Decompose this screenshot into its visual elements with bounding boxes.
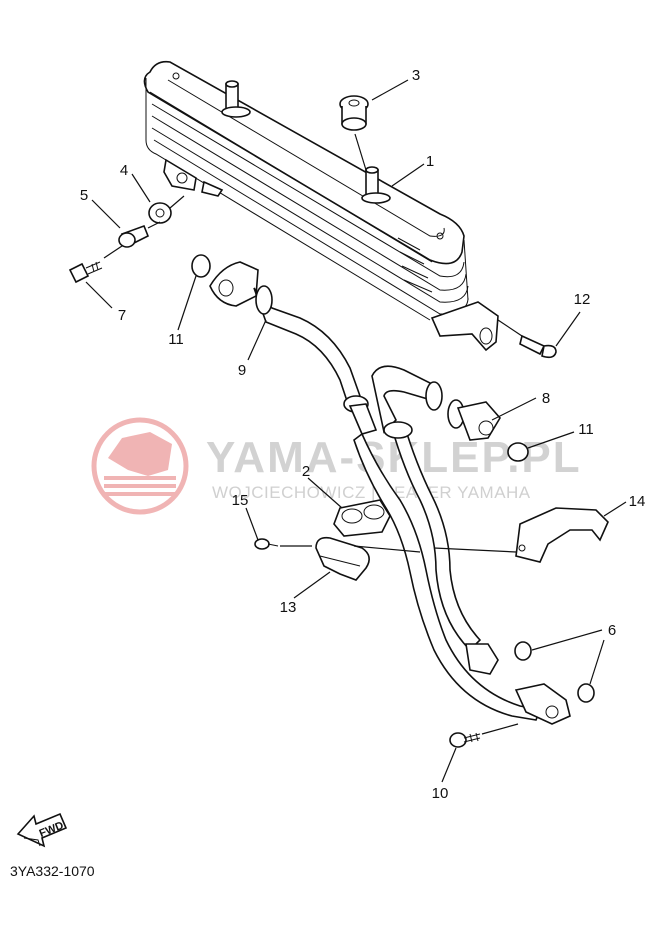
o-ring-11-lower [507,442,529,462]
fwd-arrow-icon: FWD [16,812,68,848]
bolt-part-7 [68,261,103,284]
watermark-subtitle: WOJCIECHOWICZ | DEALER YAMAHA [212,483,531,502]
bolt-part-10 [449,732,481,748]
callout-7: 7 [118,307,126,324]
screw-part-15 [254,538,279,550]
callout-3: 3 [412,67,420,84]
callout-5: 5 [80,187,88,204]
o-ring-11-upper [191,254,211,278]
bolt-part-12 [519,334,557,359]
callout-11-lower: 11 [578,421,594,438]
callout-8: 8 [542,390,550,407]
collar-part-4 [148,202,172,224]
oil-cooler-radiator [143,60,499,352]
callout-1: 1 [426,153,434,170]
callout-13: 13 [280,599,297,616]
callout-14: 14 [629,493,646,510]
diagram-code: 3YA332-1070 [10,863,95,879]
callout-12: 12 [574,291,591,308]
watermark: YAMA-SKLEP.PL WOJCIECHOWICZ | DEALER YAM… [91,417,580,515]
cover-part-14 [515,507,609,563]
callout-15: 15 [232,492,249,509]
oil-pipe-part-9 [209,261,542,721]
grommet-part-3 [339,95,369,131]
callout-4: 4 [120,162,128,179]
callout-10: 10 [432,785,449,802]
o-ring-6-lower [577,683,595,703]
callout-11-upper: 11 [168,331,184,348]
o-ring-6-upper [514,641,532,661]
callout-6: 6 [608,622,616,639]
oil-hose-part-8 [371,365,571,725]
damper-part-2 [333,499,391,537]
bushing-part-5 [118,224,150,248]
callout-2: 2 [302,463,310,480]
clamp-part-13 [315,536,370,581]
callout-9: 9 [238,362,246,379]
yamaha-tuning-fork-logo [91,417,189,515]
